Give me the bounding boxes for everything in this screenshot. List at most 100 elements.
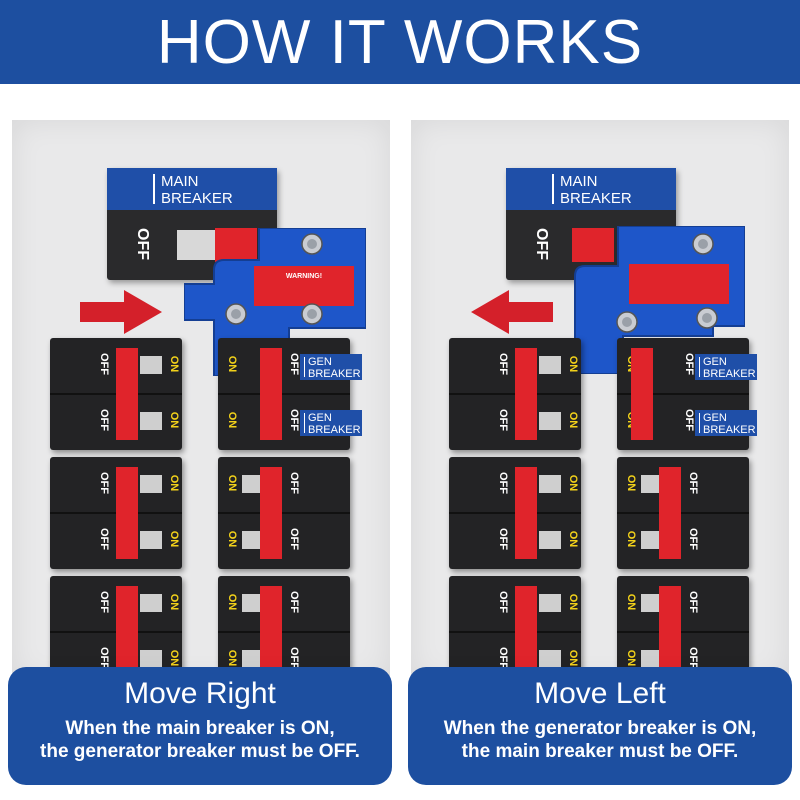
off-label: OFF — [497, 472, 509, 494]
warning-title: WARNING! — [286, 273, 322, 280]
slot — [641, 531, 663, 549]
off-label: OFF — [98, 472, 110, 494]
caption-title: Move Left — [534, 677, 666, 710]
slot — [641, 650, 663, 668]
page-title: HOW IT WORKS — [156, 7, 644, 77]
slot — [140, 475, 162, 493]
off-label: OFF — [497, 591, 509, 613]
gen-breaker-label: GEN BREAKER — [300, 410, 362, 436]
slot — [641, 594, 663, 612]
on-label: ON — [168, 530, 180, 548]
slot — [539, 356, 561, 374]
off-label: OFF — [98, 409, 110, 431]
breaker-handle[interactable] — [260, 467, 282, 559]
breaker-handle[interactable] — [116, 348, 138, 440]
main-breaker-off-label: OFF — [134, 228, 151, 260]
gen-breaker-label: GEN BREAKER — [695, 410, 757, 436]
breaker-left-1: OFF OFF ON ON — [50, 338, 182, 450]
on-label: ON — [168, 474, 180, 492]
main-breaker-label-text: MAIN BREAKER — [560, 173, 632, 207]
main-breaker: MAIN BREAKER OFF — [107, 168, 277, 280]
on-label: ON — [226, 530, 238, 548]
off-label: OFF — [288, 591, 300, 613]
slot — [539, 531, 561, 549]
main-breaker-off-label: OFF — [533, 228, 550, 260]
off-label: OFF — [687, 528, 699, 550]
off-label: OFF — [288, 528, 300, 550]
breaker-right-2: ON ON OFF OFF — [218, 457, 350, 569]
breaker-handle[interactable] — [515, 586, 537, 678]
caption-body: When the main breaker is ON, the generat… — [40, 718, 360, 762]
breaker-handle[interactable] — [515, 467, 537, 559]
off-label: OFF — [683, 409, 695, 431]
on-label: ON — [625, 530, 637, 548]
on-label: ON — [625, 474, 637, 492]
main-breaker-toggle[interactable] — [572, 228, 614, 262]
on-label: ON — [567, 355, 579, 373]
main-breaker-label: MAIN BREAKER — [107, 168, 277, 210]
breaker-left-2: OFF OFF ON ON — [449, 457, 581, 569]
breaker-left-3: OFF OFF ON ON — [50, 576, 182, 680]
off-label: OFF — [98, 353, 110, 375]
panel-move-right: MAIN BREAKER OFF WARNING! OFF OFF ON ON … — [12, 120, 390, 680]
off-label: OFF — [683, 353, 695, 375]
slot — [641, 475, 663, 493]
left-arrow-icon — [471, 290, 553, 334]
breaker-handle[interactable] — [116, 467, 138, 559]
breaker-handle[interactable] — [260, 586, 282, 678]
caption-title: Move Right — [124, 677, 276, 710]
main-breaker-toggle[interactable] — [215, 228, 257, 262]
caption-move-right: Move Right When the main breaker is ON, … — [8, 667, 392, 785]
on-label: ON — [168, 411, 180, 429]
gen-breaker-handle[interactable] — [260, 348, 282, 440]
breaker-right-2: ON ON OFF OFF — [617, 457, 749, 569]
off-label: OFF — [98, 591, 110, 613]
slot — [242, 594, 264, 612]
slot — [539, 650, 561, 668]
right-arrow-icon — [80, 290, 162, 334]
breaker-handle[interactable] — [515, 348, 537, 440]
off-label: OFF — [98, 528, 110, 550]
on-label: ON — [226, 474, 238, 492]
interlock-bracket[interactable] — [563, 226, 745, 374]
breaker-handle[interactable] — [116, 586, 138, 678]
slot — [140, 531, 162, 549]
slot — [140, 356, 162, 374]
header-banner: HOW IT WORKS — [0, 0, 800, 84]
breaker-right-3: ON ON OFF OFF — [218, 576, 350, 680]
gen-breaker-label: GEN BREAKER — [300, 354, 362, 380]
on-label: ON — [625, 593, 637, 611]
on-label: ON — [567, 530, 579, 548]
slot — [539, 412, 561, 430]
slot — [539, 594, 561, 612]
gen-breaker-handle[interactable] — [631, 348, 653, 440]
off-label: OFF — [288, 409, 300, 431]
on-label: ON — [567, 411, 579, 429]
on-label: ON — [226, 411, 238, 429]
slot — [242, 531, 264, 549]
off-label: OFF — [497, 409, 509, 431]
breaker-handle[interactable] — [659, 467, 681, 559]
slot — [140, 650, 162, 668]
breaker-left-1: OFF OFF ON ON — [449, 338, 581, 450]
off-label: OFF — [497, 528, 509, 550]
on-label: ON — [226, 593, 238, 611]
off-label: OFF — [288, 472, 300, 494]
caption-move-left: Move Left When the generator breaker is … — [408, 667, 792, 785]
on-label: ON — [567, 474, 579, 492]
off-label: OFF — [687, 591, 699, 613]
on-label: ON — [168, 593, 180, 611]
on-label: ON — [168, 355, 180, 373]
main-breaker-label-text: MAIN BREAKER — [161, 173, 233, 207]
on-label: ON — [226, 355, 238, 373]
gen-breaker-label: GEN BREAKER — [695, 354, 757, 380]
panel-move-left: MAIN BREAKER OFF OFF OFF ON ON ON ON OFF… — [411, 120, 789, 680]
slot — [242, 650, 264, 668]
breaker-handle[interactable] — [659, 586, 681, 678]
slot — [539, 475, 561, 493]
off-label: OFF — [497, 353, 509, 375]
slot — [140, 594, 162, 612]
breaker-left-2: OFF OFF ON ON — [50, 457, 182, 569]
breaker-gen: ON ON OFF OFF GEN BREAKER GEN BREAKER — [617, 338, 757, 450]
breaker-left-3: OFF OFF ON ON — [449, 576, 581, 680]
